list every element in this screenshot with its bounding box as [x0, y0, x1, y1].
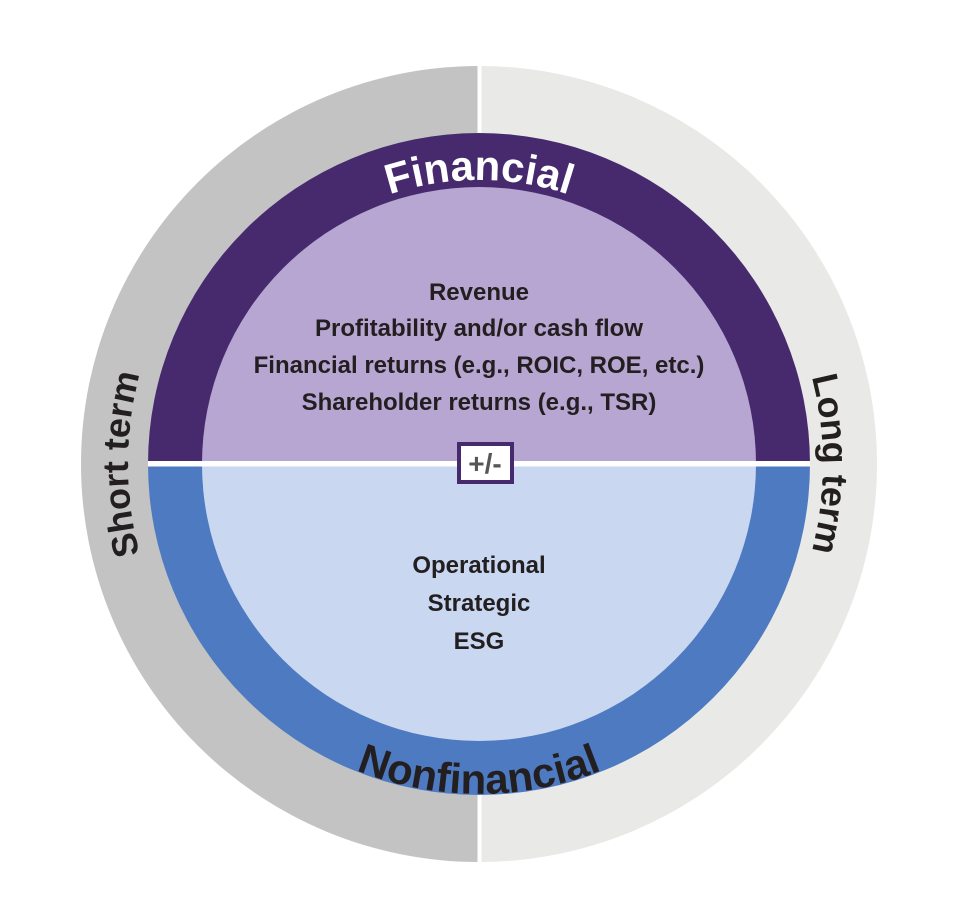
- financial-inner-area: [202, 187, 756, 464]
- bottom-seam-divider: [477, 776, 482, 866]
- plus-minus-badge: +/-: [457, 442, 514, 484]
- top-seam-divider: [477, 62, 482, 142]
- plus-minus-badge-text: +/-: [468, 448, 501, 479]
- financial-item-returns: Financial returns (e.g., ROIC, ROE, etc.…: [254, 352, 705, 379]
- nonfinancial-item-strategic: Strategic: [428, 590, 531, 617]
- nonfinancial-inner-area: [202, 464, 756, 741]
- plus-minus-badge-box: [457, 442, 514, 484]
- nonfinancial-item-esg: ESG: [454, 628, 505, 655]
- financial-item-shareholder-returns: Shareholder returns (e.g., TSR): [302, 389, 657, 416]
- financial-item-profitability: Profitability and/or cash flow: [315, 315, 643, 342]
- financial-item-revenue: Revenue: [429, 279, 529, 306]
- nonfinancial-item-operational: Operational: [412, 552, 545, 579]
